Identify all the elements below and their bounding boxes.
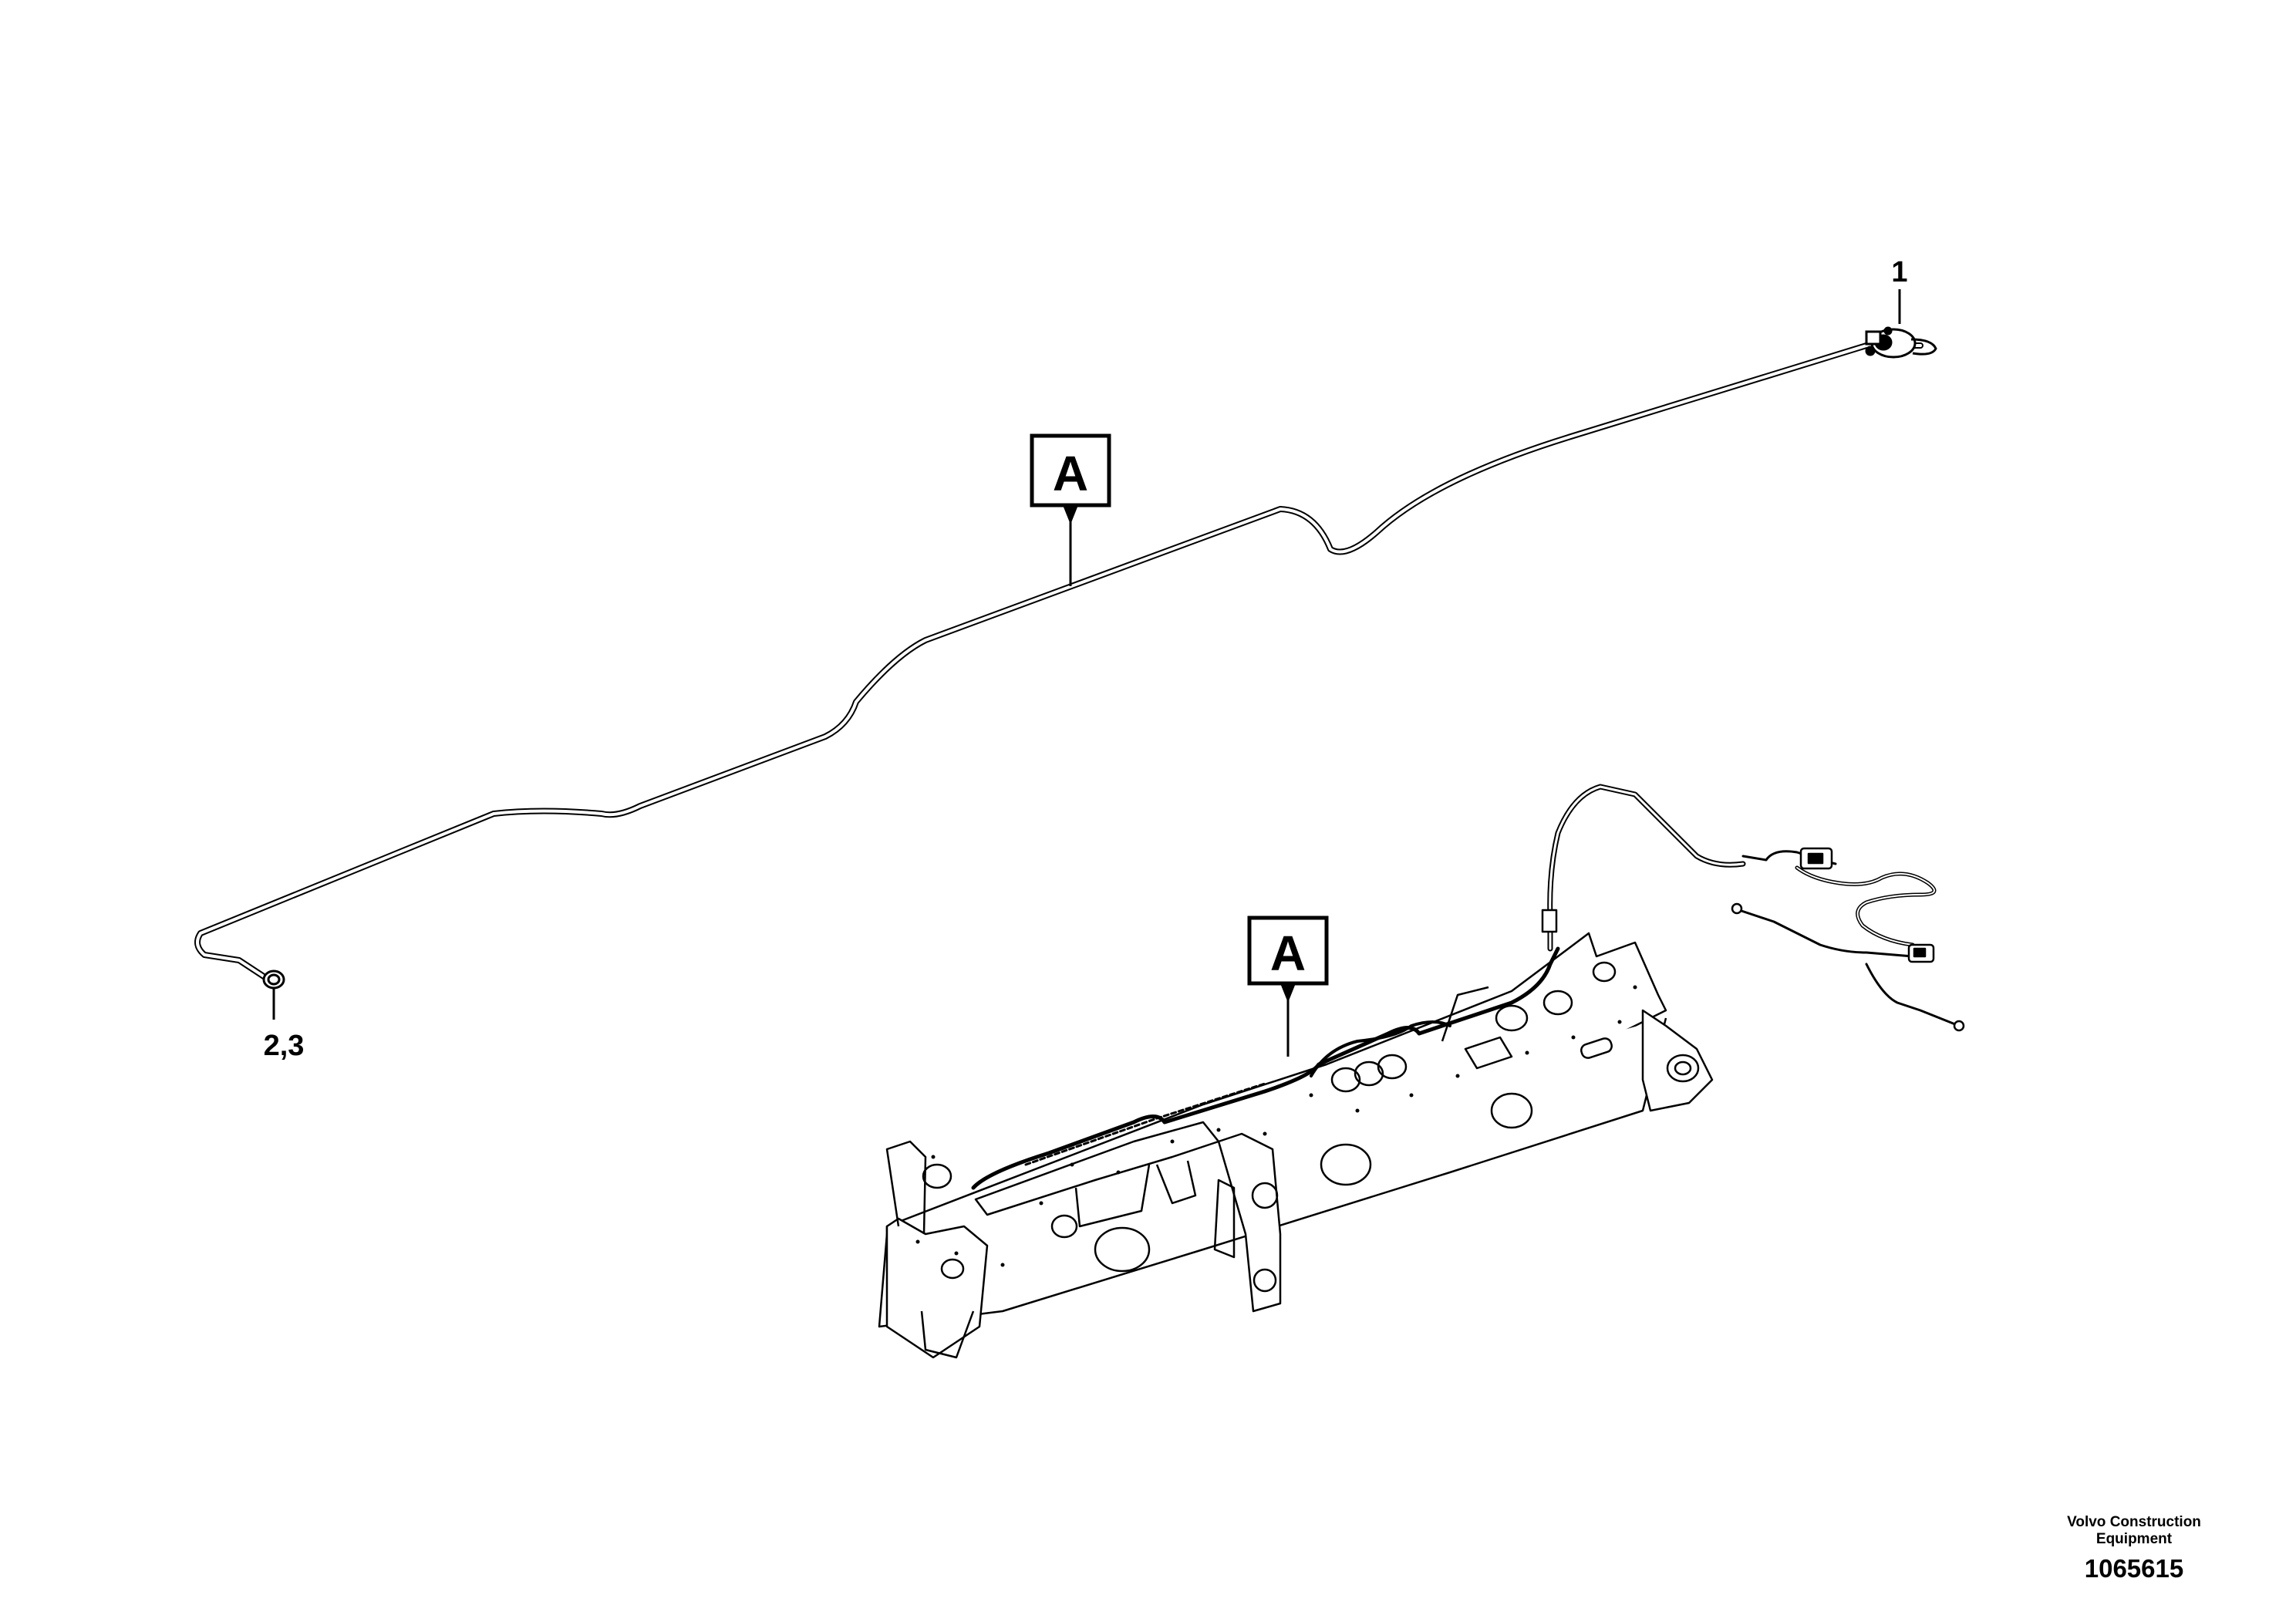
frame-rivets bbox=[915, 985, 1637, 1267]
harness-connectors bbox=[1731, 847, 1965, 1032]
frame-rear-right-bracket bbox=[1641, 1009, 1714, 1112]
company-name: Volvo Construction Equipment bbox=[2067, 1514, 2201, 1547]
leader-arrowheads bbox=[1063, 505, 1296, 1003]
document-number: 1065615 bbox=[2084, 1554, 2184, 1583]
connector-part-1 bbox=[1865, 326, 1937, 359]
footer-block: Volvo Construction Equipment 1065615 bbox=[2018, 1514, 2250, 1583]
reference-marker-a-upper: A bbox=[1030, 433, 1111, 508]
reference-marker-a-upper-label: A bbox=[1053, 446, 1088, 501]
callout-parts-2-3: 2,3 bbox=[264, 1030, 305, 1062]
end-fitting-parts-2-3 bbox=[262, 969, 285, 990]
frame-inner-cutout bbox=[974, 1121, 1220, 1216]
reference-marker-a-lower: A bbox=[1247, 916, 1329, 986]
harness-detail bbox=[1731, 847, 1965, 1032]
machine-frame bbox=[878, 932, 1714, 1359]
frame-rear-box bbox=[885, 1217, 989, 1359]
hose-inner-line bbox=[196, 344, 1922, 980]
hose-assembly bbox=[194, 342, 1923, 981]
frame-bracket-mid bbox=[1217, 1132, 1282, 1313]
callout-part-1: 1 bbox=[1891, 256, 1907, 288]
reference-marker-a-lower-label: A bbox=[1270, 926, 1306, 981]
frame-hose-routing bbox=[971, 784, 1746, 1190]
leader-lines bbox=[272, 289, 1901, 1057]
